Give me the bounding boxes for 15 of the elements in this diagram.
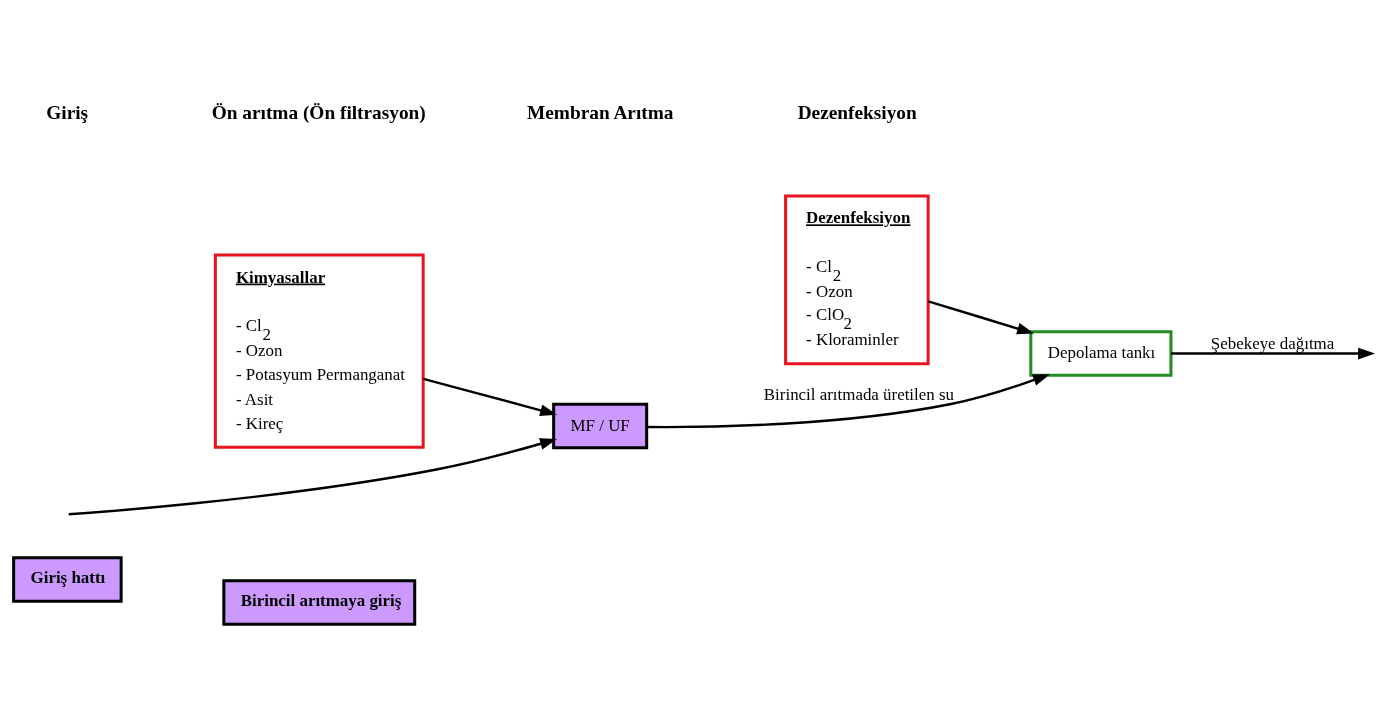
arrow	[423, 377, 558, 417]
edge-label: Şebekeye dağıtma	[1210, 333, 1335, 353]
node-box: Giriş hattı	[12, 556, 123, 603]
label: Giriş	[46, 101, 89, 123]
arrow	[927, 300, 1035, 335]
arrow	[1171, 347, 1376, 360]
label: Ön arıtma (Ön filtrasyon)	[211, 101, 426, 123]
node-box: Depolama tankı	[1029, 330, 1173, 377]
arrow	[68, 438, 557, 516]
label: Dezenfeksiyon	[797, 101, 917, 123]
arrow	[646, 374, 1050, 429]
node-box: Birincil arıtmaya giriş	[222, 579, 417, 626]
edge-label: Birincil arıtmada üretilen su	[763, 384, 954, 404]
label: Membran Arıtma	[527, 101, 674, 123]
node-box: MF / UF	[552, 402, 649, 450]
